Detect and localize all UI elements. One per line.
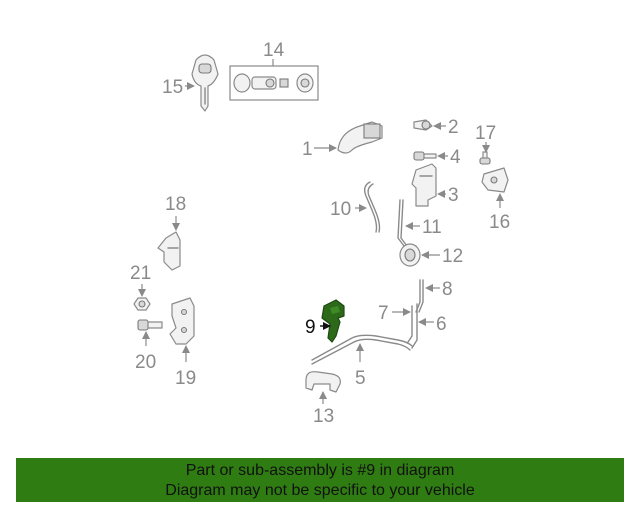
banner-line-part: Part or sub-assembly is #9 in diagram: [185, 462, 455, 479]
callout-8[interactable]: 8: [442, 279, 453, 300]
part-12-clip[interactable]: [399, 243, 421, 267]
callout-9[interactable]: 9: [305, 317, 316, 338]
part-5-cable-edge: [311, 338, 411, 365]
callout-7[interactable]: 7: [378, 303, 389, 324]
part-11-rod-edge: [400, 199, 408, 247]
callout-5[interactable]: 5: [355, 368, 366, 389]
info-banner: Part or sub-assembly is #9 in diagram Di…: [16, 458, 624, 502]
callout-4[interactable]: 4: [450, 147, 461, 168]
part-14-lock-cylinder-set[interactable]: [229, 65, 319, 101]
part-13-pull-handle[interactable]: [305, 371, 341, 393]
callout-21[interactable]: 21: [130, 263, 151, 284]
part-10-rod-edge: [367, 183, 381, 233]
part-1-outside-handle[interactable]: [337, 121, 383, 154]
part-19-hinge[interactable]: [169, 297, 195, 345]
part-17-screw[interactable]: [479, 151, 491, 165]
part-10-rod[interactable]: [363, 181, 378, 233]
part-8-rod-edge: [418, 279, 424, 313]
part-7-rod[interactable]: [407, 305, 413, 343]
banner-line-disclaimer: Diagram may not be specific to your vehi…: [165, 482, 475, 499]
callout-1[interactable]: 1: [302, 139, 313, 160]
callout-13[interactable]: 13: [313, 406, 334, 427]
part-6-rod[interactable]: [411, 303, 418, 349]
part-20-bolt[interactable]: [137, 319, 163, 331]
part-4-bolt[interactable]: [413, 151, 437, 161]
callout-10[interactable]: 10: [330, 199, 351, 220]
callout-14[interactable]: 14: [263, 40, 285, 61]
part-3-bracket[interactable]: [411, 163, 437, 207]
callout-15[interactable]: 15: [162, 77, 183, 98]
callout-12[interactable]: 12: [442, 246, 463, 267]
callout-2[interactable]: 2: [448, 117, 459, 138]
part-18-hinge[interactable]: [157, 231, 181, 271]
part-2-screw[interactable]: [413, 119, 433, 131]
part-21-nut[interactable]: [133, 297, 151, 311]
callout-17[interactable]: 17: [475, 123, 496, 144]
callout-20[interactable]: 20: [135, 352, 156, 373]
callout-19[interactable]: 19: [175, 368, 196, 389]
part-5-cable[interactable]: [311, 334, 413, 361]
callout-11[interactable]: 11: [422, 217, 442, 238]
callout-16[interactable]: 16: [489, 212, 510, 233]
part-9-inside-handle[interactable]: [321, 299, 345, 343]
callout-6[interactable]: 6: [436, 314, 447, 335]
callout-3[interactable]: 3: [448, 185, 459, 206]
part-15-key[interactable]: [191, 54, 219, 112]
part-16-striker[interactable]: [481, 167, 509, 193]
part-11-rod[interactable]: [397, 199, 405, 247]
callout-18[interactable]: 18: [165, 194, 186, 215]
